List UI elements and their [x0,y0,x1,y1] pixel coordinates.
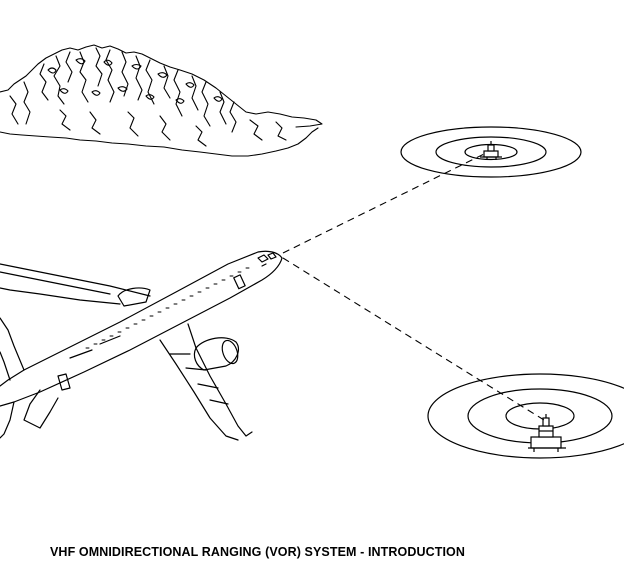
jet-airliner-illustration [0,250,283,441]
figure-caption: VHF OMNIDIRECTIONAL RANGING (VOR) SYSTEM… [50,545,465,559]
mountain-illustration [0,44,323,157]
vor-station-lower [427,373,624,459]
dashed-radial-lines [282,153,545,421]
vor-station-upper [400,126,582,178]
vor-ground-station-icon-upper [480,141,502,160]
vor-ground-station-icon-lower [528,414,566,452]
